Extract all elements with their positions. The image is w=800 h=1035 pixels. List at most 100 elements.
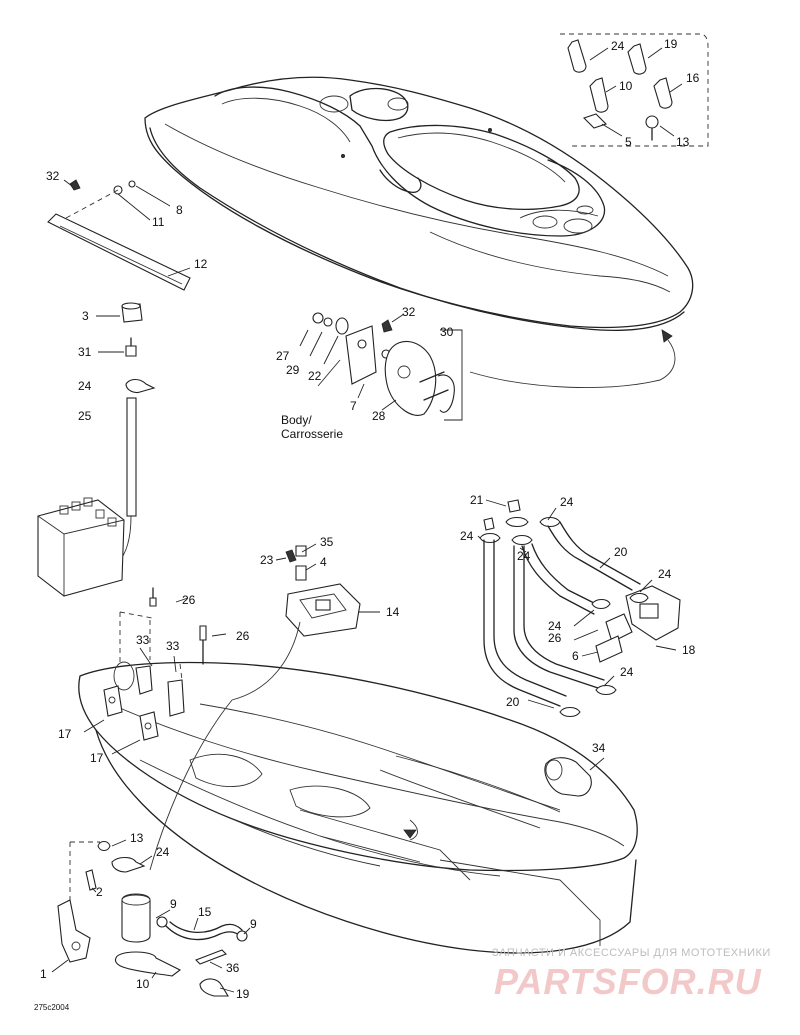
clamp-24-bottom bbox=[111, 856, 146, 873]
screw-13-bottom bbox=[97, 840, 111, 852]
callout-8: 8 bbox=[176, 203, 183, 217]
bracket-33-b bbox=[167, 679, 185, 717]
callout-labels: 24 19 10 16 5 13 32 8 11 12 3 31 24 25 3… bbox=[40, 37, 700, 1001]
callout-14: 14 bbox=[386, 605, 400, 619]
callout-24: 24 bbox=[156, 845, 170, 859]
clamp-16-top bbox=[653, 77, 673, 109]
hose-15 bbox=[165, 925, 241, 941]
bracket-1 bbox=[57, 899, 91, 963]
screw-35 bbox=[295, 545, 307, 557]
clamp-24-r1 bbox=[479, 532, 501, 544]
callout-24: 24 bbox=[548, 619, 562, 633]
body-label: Body/ bbox=[281, 413, 312, 427]
callout-22: 22 bbox=[308, 369, 322, 383]
clamp-10-bottom bbox=[114, 951, 182, 977]
screw-13-top bbox=[645, 115, 659, 129]
callout-10: 10 bbox=[136, 977, 150, 991]
callout-32: 32 bbox=[402, 305, 416, 319]
support-rod-25 bbox=[126, 397, 137, 517]
callout-19: 19 bbox=[236, 987, 250, 1001]
callout-20: 20 bbox=[614, 545, 628, 559]
callout-26: 26 bbox=[548, 631, 562, 645]
fitting-21 bbox=[507, 499, 521, 513]
callout-32: 32 bbox=[46, 169, 60, 183]
callout-19: 19 bbox=[664, 37, 678, 51]
latch-assembly-30 bbox=[299, 312, 463, 421]
callout-12: 12 bbox=[194, 257, 208, 271]
bracket-14-assembly bbox=[231, 543, 380, 701]
callout-33: 33 bbox=[136, 633, 150, 647]
clamp-24-top bbox=[567, 39, 587, 73]
latch-plate-28 bbox=[384, 340, 437, 416]
fastener-inset bbox=[560, 33, 709, 147]
filter-housing bbox=[121, 893, 151, 943]
callout-9: 9 bbox=[250, 917, 257, 931]
support-rod-assembly bbox=[37, 302, 156, 597]
callout-9: 9 bbox=[170, 897, 177, 911]
stud-26-a bbox=[149, 597, 157, 607]
callout-17: 17 bbox=[58, 727, 72, 741]
rub-rail-12 bbox=[47, 213, 191, 291]
callout-21: 21 bbox=[470, 493, 484, 507]
callout-27: 27 bbox=[276, 349, 290, 363]
nut-32-left bbox=[69, 179, 81, 191]
body-label-fr: Carrosserie bbox=[281, 427, 343, 441]
washer-29 bbox=[323, 317, 333, 327]
bracket-17-a bbox=[103, 685, 123, 717]
callout-24: 24 bbox=[611, 39, 625, 53]
clamp-19-bottom bbox=[199, 978, 229, 997]
callout-3: 3 bbox=[82, 309, 89, 323]
nut-32-center bbox=[381, 319, 393, 333]
callout-2: 2 bbox=[96, 885, 103, 899]
callout-24: 24 bbox=[620, 665, 634, 679]
drain-plug-34 bbox=[544, 757, 592, 797]
callout-34: 34 bbox=[592, 741, 606, 755]
washer-22 bbox=[335, 317, 349, 335]
callout-5: 5 bbox=[625, 135, 632, 149]
stud-26-b bbox=[199, 625, 207, 641]
callout-13: 13 bbox=[130, 831, 144, 845]
tie-36 bbox=[195, 949, 227, 965]
callout-18: 18 bbox=[682, 643, 696, 657]
callout-23: 23 bbox=[260, 553, 274, 567]
callout-31: 31 bbox=[78, 345, 92, 359]
clamp-24-left bbox=[125, 378, 156, 394]
bracket-17-b bbox=[139, 711, 159, 741]
callout-26: 26 bbox=[182, 593, 196, 607]
callout-30: 30 bbox=[440, 325, 454, 339]
clamp-10-top bbox=[589, 77, 609, 113]
clamp-9-a bbox=[156, 916, 168, 928]
callout-35: 35 bbox=[320, 535, 334, 549]
battery bbox=[37, 497, 125, 597]
watermark-logo: PARTSFOR.RU bbox=[494, 961, 762, 1002]
screw-31 bbox=[125, 345, 137, 357]
callout-17: 17 bbox=[90, 751, 104, 765]
side-rail-assembly bbox=[47, 179, 191, 291]
callout-29: 29 bbox=[286, 363, 300, 377]
callout-16: 16 bbox=[686, 71, 700, 85]
washer-11 bbox=[113, 185, 123, 195]
figure-code: 275c2004 bbox=[34, 1003, 70, 1012]
callout-24: 24 bbox=[560, 495, 574, 509]
bracket-7 bbox=[345, 325, 377, 385]
bracket-33-a bbox=[135, 665, 153, 695]
upper-body-deck bbox=[144, 76, 694, 389]
callout-24: 24 bbox=[460, 529, 474, 543]
spacer-4 bbox=[295, 565, 307, 581]
washer-8 bbox=[128, 180, 136, 188]
callout-24: 24 bbox=[658, 567, 672, 581]
callout-4: 4 bbox=[320, 555, 327, 569]
callout-25: 25 bbox=[78, 409, 92, 423]
callout-20: 20 bbox=[506, 695, 520, 709]
washer-27 bbox=[312, 312, 324, 324]
nut-5 bbox=[582, 113, 608, 129]
callout-24: 24 bbox=[78, 379, 92, 393]
callout-1: 1 bbox=[40, 967, 47, 981]
callout-15: 15 bbox=[198, 905, 212, 919]
bracket-6 bbox=[595, 635, 623, 663]
callout-6: 6 bbox=[572, 649, 579, 663]
callout-10: 10 bbox=[619, 79, 633, 93]
screw-2 bbox=[85, 869, 97, 891]
hose-assembly bbox=[477, 499, 681, 718]
